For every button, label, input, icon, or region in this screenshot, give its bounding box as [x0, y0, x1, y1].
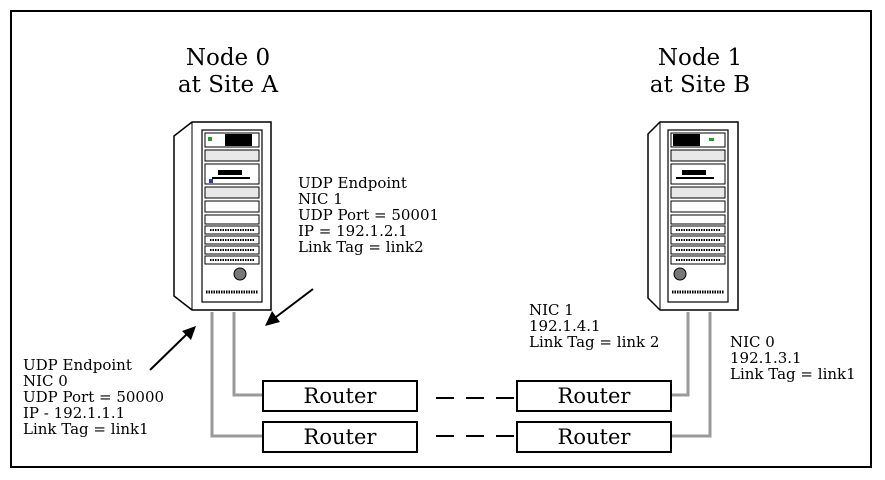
ann-line: Link Tag = link2 [298, 238, 424, 256]
ann-line: UDP Endpoint [23, 356, 132, 374]
arrow-nic1-icon [265, 288, 314, 326]
ann-line: NIC 1 [298, 190, 343, 208]
ann-line: 192.1.4.1 [529, 317, 601, 335]
node0-nic0-annotation: UDP Endpoint NIC 0 UDP Port = 50000 IP -… [23, 357, 164, 437]
ann-line: UDP Endpoint [298, 174, 407, 192]
ann-line: IP = 192.1.2.1 [298, 222, 408, 240]
ann-line: UDP Port = 50000 [23, 388, 165, 406]
router-node0-link1: Router [262, 421, 418, 453]
cable-node1-nic0 [670, 312, 712, 438]
ann-line: 192.1.3.1 [730, 349, 802, 367]
arrow-nic0-icon [149, 326, 196, 371]
node1-nic0-annotation: NIC 0 192.1.3.1 Link Tag = link1 [730, 334, 856, 382]
ann-line: Link Tag = link 2 [529, 333, 660, 351]
node-0-title: Node 0 at Site A [158, 45, 298, 99]
router-node0-link2: Router [262, 380, 418, 412]
node-1-title: Node 1 at Site B [630, 45, 770, 99]
ann-line: IP - 192.1.1.1 [23, 404, 126, 422]
cable-node0-nic1 [232, 312, 263, 397]
ann-line: NIC 0 [730, 333, 775, 351]
router-node1-link2: Router [516, 380, 672, 412]
ann-line: Link Tag = link1 [23, 420, 149, 438]
router-node1-link1: Router [516, 421, 672, 453]
node-1-name: Node 1 [657, 45, 743, 71]
router-label: Router [557, 425, 631, 449]
cable-node0-nic0 [210, 312, 263, 438]
router-label: Router [557, 384, 631, 408]
wan-links [436, 397, 518, 437]
ann-line: UDP Port = 50001 [298, 206, 440, 224]
network-cables [210, 312, 712, 438]
server-rack-node-1 [647, 121, 739, 311]
diagram-border [10, 10, 872, 468]
ann-line: NIC 1 [529, 301, 574, 319]
server-rack-node-0 [173, 121, 272, 311]
cable-node1-nic1 [670, 312, 690, 397]
router-label: Router [303, 384, 377, 408]
ann-line: Link Tag = link1 [730, 365, 856, 383]
node-0-name: Node 0 [185, 45, 271, 71]
node1-nic1-annotation: NIC 1 192.1.4.1 Link Tag = link 2 [529, 302, 659, 350]
node-1-site: at Site B [649, 72, 751, 98]
ann-line: NIC 0 [23, 372, 68, 390]
node0-nic1-annotation: UDP Endpoint NIC 1 UDP Port = 50001 IP =… [298, 175, 439, 255]
router-label: Router [303, 425, 377, 449]
node-0-site: at Site A [177, 72, 279, 98]
